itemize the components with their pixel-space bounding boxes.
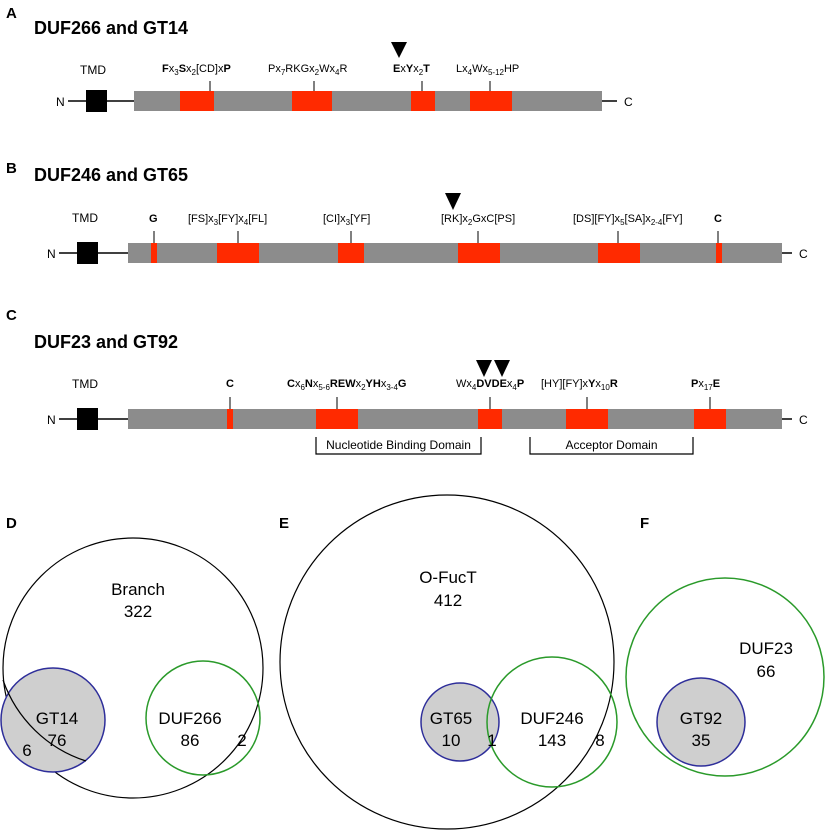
tmd-box-a (86, 90, 107, 112)
panel-c-title: DUF23 and GT92 (34, 332, 178, 352)
venn-e-ofuct-name: O-FucT (419, 568, 477, 587)
venn-e-duf246-name: DUF246 (520, 709, 583, 728)
motif-box-c2 (316, 409, 358, 429)
panel-b-letter: B (6, 160, 17, 177)
motif-label-c4: [HY][FY]xYx10R (541, 378, 618, 392)
acceptor-domain-label: Acceptor Domain (565, 438, 657, 452)
n-terminus-b: N (47, 247, 56, 261)
venn-d-duf266-only: 2 (237, 731, 246, 750)
motif-label-b4: [RK]x2GxC[PS] (441, 213, 515, 227)
panel-a-title: DUF266 and GT14 (34, 18, 188, 38)
venn-d-gt14-only: 6 (22, 741, 31, 760)
tmd-box-c (77, 408, 98, 430)
panel-c-letter: C (6, 307, 17, 324)
c-terminus-c: C (799, 413, 808, 427)
venn-e-overlap-count: 1 (487, 731, 496, 750)
motif-box-b2 (217, 243, 259, 263)
arrowhead-c1 (476, 360, 492, 377)
venn-e-duf246-only: 8 (595, 731, 604, 750)
motif-label-b6: C (714, 213, 722, 225)
motif-box-b3 (338, 243, 364, 263)
motif-box-a4 (470, 91, 512, 111)
venn-e-gt65-circle (420, 682, 500, 762)
motif-box-b6 (716, 243, 722, 263)
n-terminus-a: N (56, 95, 65, 109)
motif-box-b5 (598, 243, 640, 263)
n-terminus-c: N (47, 413, 56, 427)
panel-f: F DUF23 66 GT92 35 (625, 515, 825, 777)
panel-a: A DUF266 and GT14 TMD N C Fx3Sx2[CD]xP P… (6, 5, 633, 112)
motif-box-c5 (694, 409, 726, 429)
venn-e-gt65-name: GT65 (430, 709, 473, 728)
motif-label-c3: Wx4DVDEx4P (456, 378, 524, 392)
venn-d-duf266-circle (145, 660, 261, 776)
motif-label-a1: Fx3Sx2[CD]xP (162, 63, 231, 77)
arrowhead-b1 (445, 193, 461, 210)
venn-e-duf246-circle (486, 656, 618, 788)
venn-d-gt14-circle (0, 667, 106, 773)
motif-box-a3 (411, 91, 435, 111)
panel-d: D Branch 322 GT14 76 6 DUF266 86 2 (0, 515, 264, 799)
venn-e-duf246-count: 143 (538, 731, 566, 750)
venn-f-duf23-name: DUF23 (739, 639, 793, 658)
nucleotide-binding-domain-label: Nucleotide Binding Domain (326, 438, 471, 452)
panel-b-title: DUF246 and GT65 (34, 165, 188, 185)
venn-d-duf266-name: DUF266 (158, 709, 221, 728)
motif-label-c2: Cx6Nx5-6REWx2YHx3-4G (287, 378, 406, 392)
venn-f-gt92-circle (656, 677, 746, 767)
venn-f-gt92-name: GT92 (680, 709, 723, 728)
panel-b: B DUF246 and GT65 TMD N C G [FS]x3[FY]x4… (6, 160, 808, 264)
motif-label-b2: [FS]x3[FY]x4[FL] (188, 213, 267, 227)
bracket-nucleotide-domain (315, 437, 482, 455)
c-terminus-a: C (624, 95, 633, 109)
motif-label-a3: ExYx2T (393, 63, 430, 77)
venn-d-branch-count: 322 (124, 602, 152, 621)
venn-f-gt92-count: 35 (692, 731, 711, 750)
panel-d-letter: D (6, 515, 17, 532)
venn-f-duf23-count: 66 (757, 662, 776, 681)
tmd-label-b: TMD (72, 211, 98, 225)
tmd-label-c: TMD (72, 377, 98, 391)
c-terminus-b: C (799, 247, 808, 261)
motif-box-b1 (151, 243, 157, 263)
panel-e-letter: E (279, 515, 289, 532)
protein-backbone-c (128, 409, 782, 429)
bracket-acceptor-domain (529, 437, 694, 455)
motif-box-c4 (566, 409, 608, 429)
motif-box-c1 (227, 409, 233, 429)
panel-e: E O-FucT 412 GT65 10 1 DUF246 143 8 (279, 494, 618, 830)
venn-d-gt14-name: GT14 (36, 709, 79, 728)
motif-label-a4: Lx4Wx5-12HP (456, 63, 519, 77)
motif-label-c1: C (226, 378, 234, 390)
venn-e-ofuct-circle (279, 494, 615, 830)
motif-label-c5: Px17E (691, 378, 720, 392)
venn-d-duf266-count: 86 (181, 731, 200, 750)
motif-label-b3: [CI]x3[YF] (323, 213, 370, 227)
arrowhead-c2 (494, 360, 510, 377)
panel-c: C DUF23 and GT92 TMD N C C Cx6Nx5-6REWx2… (6, 307, 808, 455)
panel-a-letter: A (6, 5, 17, 22)
venn-d-branch-name: Branch (111, 580, 165, 599)
venn-d-gt14-count: 76 (48, 731, 67, 750)
motif-box-a2 (292, 91, 332, 111)
motif-box-a1 (180, 91, 214, 111)
motif-label-b1: G (149, 213, 158, 225)
motif-label-a2: Px7RKGx2Wx4R (268, 63, 347, 77)
motif-box-c3 (478, 409, 502, 429)
motif-box-b4 (458, 243, 500, 263)
tmd-label-a: TMD (80, 63, 106, 77)
tmd-box-b (77, 242, 98, 264)
panel-f-letter: F (640, 515, 649, 532)
arrowhead-a1 (391, 42, 407, 58)
venn-e-gt65-count: 10 (442, 731, 461, 750)
venn-d-branch-circle (2, 537, 264, 799)
venn-f-duf23-circle (625, 577, 825, 777)
motif-label-b5: [DS][FY]x5[SA]x2-4[FY] (573, 213, 683, 227)
venn-e-ofuct-count: 412 (434, 591, 462, 610)
